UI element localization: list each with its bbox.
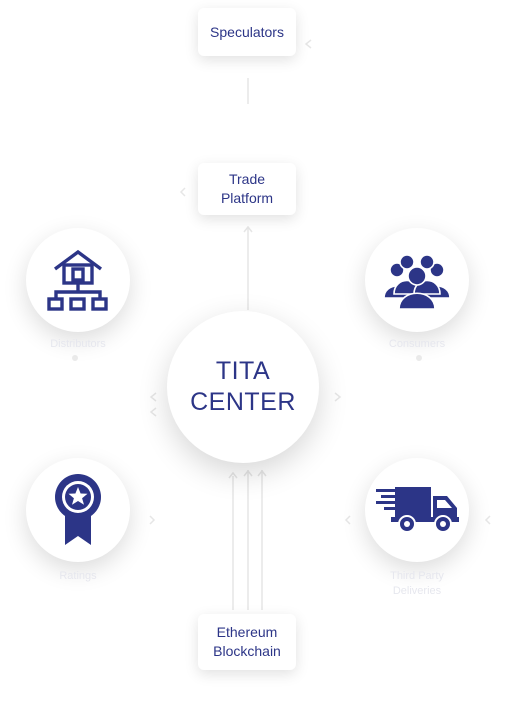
arrow-speculators-right bbox=[304, 39, 312, 49]
consumers-label: Consumers bbox=[388, 338, 446, 350]
third-party-deliveries-label: Third Party Deliveries bbox=[390, 570, 444, 597]
arrow-truck-right bbox=[484, 515, 491, 525]
arrow-ratings bbox=[149, 515, 156, 525]
award-ribbon-icon bbox=[55, 474, 101, 545]
group-people-icon bbox=[383, 254, 451, 310]
warehouse-network-icon bbox=[47, 249, 108, 311]
arrow-trade-left bbox=[179, 187, 186, 197]
third-party-deliveries-node bbox=[365, 458, 469, 562]
arrow-center-left-1 bbox=[149, 392, 157, 402]
ratings-node bbox=[26, 458, 130, 562]
arrow-bottom-3 bbox=[257, 469, 267, 477]
arrow-trade-up bbox=[243, 225, 253, 233]
arrow-bottom-1 bbox=[228, 471, 238, 479]
delivery-truck-icon bbox=[376, 487, 459, 533]
trade-platform-label: Trade Platform bbox=[220, 171, 274, 206]
distributors-dot bbox=[72, 355, 78, 361]
ethereum-blockchain-box: Ethereum Blockchain bbox=[198, 614, 296, 670]
arrow-center-right bbox=[334, 392, 342, 402]
arrow-bottom-2 bbox=[243, 469, 253, 477]
ethereum-blockchain-label: Ethereum Blockchain bbox=[213, 624, 281, 659]
consumers-dot bbox=[416, 355, 422, 361]
distributors-label: Distributors bbox=[50, 338, 106, 350]
speculators-box: Speculators bbox=[198, 8, 296, 56]
center-title-line1: TITA bbox=[215, 357, 271, 385]
tita-center-node: TITA CENTER bbox=[167, 311, 319, 463]
center-title-line2: CENTER bbox=[190, 388, 296, 416]
arrow-center-left-2 bbox=[149, 407, 157, 417]
trade-platform-box: Trade Platform bbox=[198, 163, 296, 215]
arrow-truck-left bbox=[344, 515, 351, 525]
consumers-node bbox=[365, 228, 469, 332]
ratings-label: Ratings bbox=[59, 570, 97, 582]
speculators-label: Speculators bbox=[210, 23, 284, 40]
distributors-node bbox=[26, 228, 130, 332]
